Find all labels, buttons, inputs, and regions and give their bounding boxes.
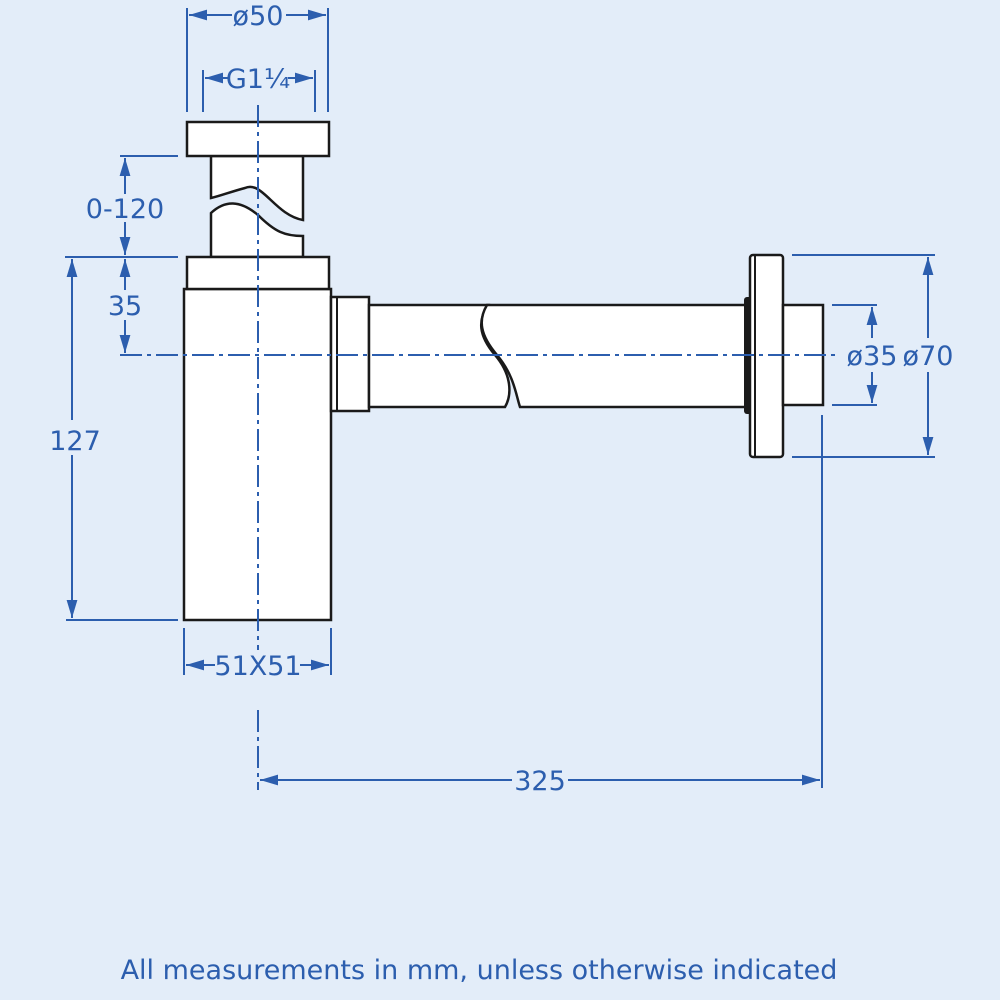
trap-body-parts <box>182 120 825 622</box>
label-thread: G1¼ <box>226 64 290 95</box>
label-body-height: 127 <box>49 426 101 457</box>
label-stem-adjust: 0-120 <box>86 194 164 225</box>
dim-body-height: 127 <box>49 259 178 621</box>
measurement-note: All measurements in mm, unless otherwise… <box>120 955 838 986</box>
label-flange-diameter: ø70 <box>903 341 954 372</box>
dim-top-diameter: ø50 <box>186 1 329 112</box>
dim-thread: G1¼ <box>202 64 316 112</box>
label-body-section: 51X51 <box>214 651 301 682</box>
dim-stem: 0-120 35 <box>65 155 178 353</box>
label-top-diameter: ø50 <box>233 1 284 32</box>
dim-body-section: 51X51 <box>183 628 332 682</box>
dim-outlet-length: 325 <box>260 415 823 797</box>
label-outlet-height: 35 <box>108 291 142 322</box>
label-outlet-diameter: ø35 <box>847 341 898 372</box>
dim-outlet-diameters: ø35 ø70 <box>792 254 954 458</box>
label-outlet-length: 325 <box>514 766 566 797</box>
